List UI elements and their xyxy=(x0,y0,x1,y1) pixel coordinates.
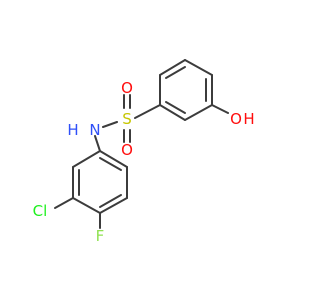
bond xyxy=(184,104,213,121)
bond xyxy=(54,197,74,209)
oxygen-label: O xyxy=(121,79,133,97)
bond-inner xyxy=(99,157,122,171)
chlorine-label: Cl xyxy=(33,202,48,220)
oxygen-label: O xyxy=(121,141,133,159)
fluorine-label: F xyxy=(96,227,105,245)
bond-inner xyxy=(165,101,186,114)
bond xyxy=(94,135,101,152)
hydroxyl-hydrogen-label: H xyxy=(243,110,254,128)
bond xyxy=(134,104,161,119)
bond xyxy=(159,104,186,121)
bond xyxy=(72,150,101,168)
bond-inner xyxy=(99,194,122,208)
hydroxyl-oxygen-label: O xyxy=(230,110,242,128)
atom-labels: O S O H N O H Cl F xyxy=(33,79,255,245)
bond xyxy=(72,197,101,214)
nitrogen-hydrogen-label: H xyxy=(67,121,78,139)
bond xyxy=(159,59,186,76)
molecule-diagram: O S O H N O H Cl F xyxy=(33,59,255,245)
structure-svg: O S O H N O H Cl F xyxy=(33,59,255,245)
bond-inner xyxy=(165,66,186,79)
nitrogen-label: N xyxy=(89,121,100,139)
sulfur-label: S xyxy=(122,110,132,128)
bond xyxy=(102,121,118,128)
bonds xyxy=(54,59,229,229)
bond xyxy=(99,197,128,214)
bond xyxy=(99,150,128,168)
bond xyxy=(211,104,229,114)
bond xyxy=(184,59,213,76)
